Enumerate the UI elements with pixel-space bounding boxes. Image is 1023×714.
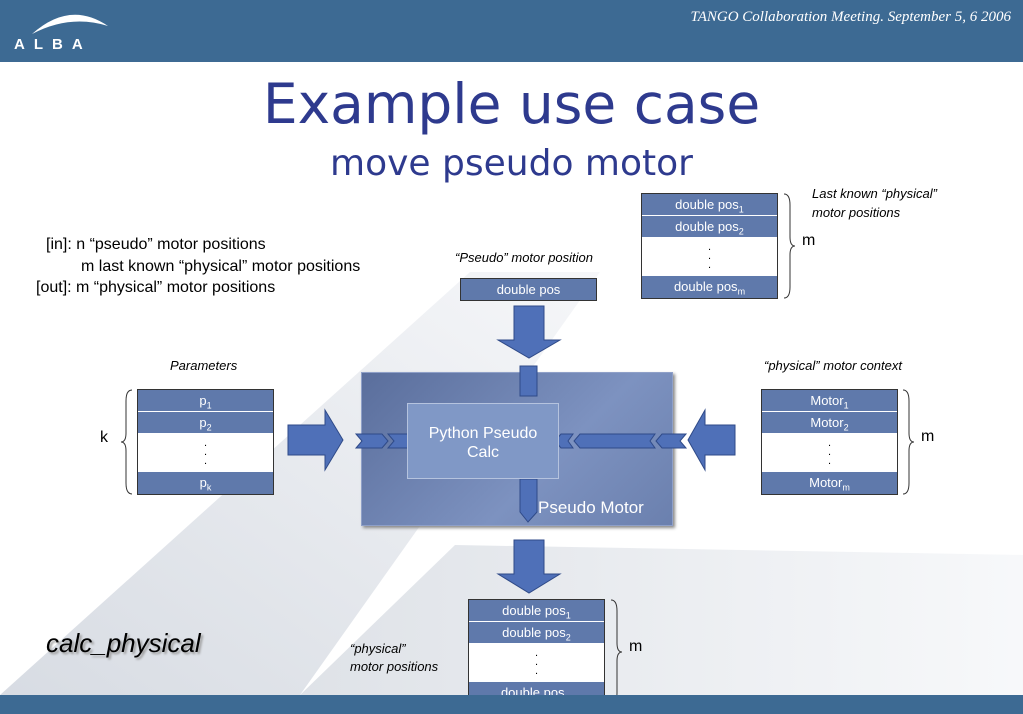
list-item: double pos2 [469, 622, 604, 644]
pseudo-pos-cell: double pos [461, 279, 596, 300]
motor-context-list: Motor1 Motor2 ... Motorm [761, 389, 898, 495]
arrow-left-right-icon [687, 408, 736, 472]
caption-pseudo-position: “Pseudo” motor position [455, 250, 594, 265]
io-in-line2: m last known “physical” motor positions [81, 258, 361, 275]
list-item: double pos2 [642, 216, 777, 238]
pseudo-motor-label: Pseudo Motor [538, 498, 644, 517]
ellipsis-dots: ... [534, 647, 539, 677]
caption-motor-context: “physical” motor context [764, 358, 902, 373]
list-item: Motorm [762, 472, 897, 494]
method-label: calc_physical [46, 628, 201, 658]
list-item: Motor2 [762, 412, 897, 434]
ellipsis-dots: ... [203, 437, 208, 467]
footer-bar [0, 695, 1023, 714]
caption-parameters: Parameters [170, 358, 238, 373]
caption-last-known-1: Last known “physical” [812, 186, 937, 201]
brace-right-icon [610, 599, 623, 705]
list-item: p2 [138, 412, 273, 434]
chevron-left-icon [573, 433, 656, 449]
list-item: pk [138, 472, 273, 494]
physical-out-brace-label: m [629, 638, 643, 655]
chevron-left-icon [655, 433, 688, 449]
list-item: double pos1 [642, 194, 777, 216]
pseudo-pos-box: double pos [460, 278, 597, 301]
caption-last-known-2: motor positions [812, 205, 901, 220]
ellipsis-dots: ... [707, 241, 712, 271]
arrow-down-bottom-icon [496, 539, 562, 594]
list-item: p1 [138, 390, 273, 412]
brace-right-icon [902, 389, 915, 495]
last-known-list: double pos1 double pos2 ... double posm [641, 193, 778, 299]
header-bar [0, 0, 1023, 62]
list-item: double pos1 [469, 600, 604, 622]
arrow-down-top-icon [496, 305, 562, 359]
brace-right-icon [783, 193, 796, 299]
list-item: double posm [642, 276, 777, 298]
ellipsis-dots: ... [827, 437, 832, 467]
chevron-right-icon [354, 433, 389, 449]
alba-logo-icon [32, 14, 108, 34]
calc-label-line1: Python Pseudo [428, 425, 538, 442]
chevron-left-icon [554, 433, 574, 449]
caption-physical-2: motor positions [350, 659, 439, 674]
slide-title: Example use case [262, 72, 761, 136]
parameters-list: p1 p2 ... pk [137, 389, 274, 495]
physical-out-list: double pos1 double pos2 ... double posm [468, 599, 605, 705]
motor-context-brace-label: m [921, 428, 935, 445]
python-pseudo-calc-box: Python Pseudo Calc [407, 403, 559, 479]
io-in-line1: [in]: n “pseudo” motor positions [46, 236, 266, 253]
io-out-line: [out]: m “physical” motor positions [36, 279, 276, 296]
brace-left-icon [120, 389, 133, 495]
connector-top-icon [519, 365, 538, 397]
parameters-brace-label: k [100, 429, 108, 446]
slide-subtitle: move pseudo motor [330, 143, 693, 184]
arrow-right-left-icon [287, 408, 344, 472]
list-item: Motor1 [762, 390, 897, 412]
last-known-brace-label: m [802, 232, 816, 249]
caption-physical-1: “physical” [350, 641, 406, 656]
calc-label-line2: Calc [466, 444, 499, 461]
header-caption: TANGO Collaboration Meeting. September 5… [690, 9, 1011, 25]
logo-text: ALBA [14, 36, 92, 53]
connector-bottom-icon [519, 478, 538, 523]
